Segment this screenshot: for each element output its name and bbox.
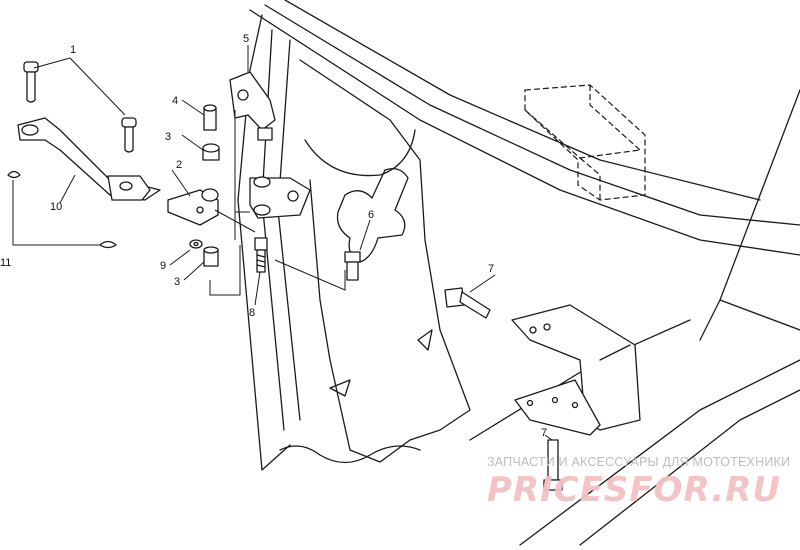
callout-2: 2 bbox=[176, 159, 182, 171]
frame-chassis bbox=[237, 0, 800, 546]
clip-11b bbox=[99, 240, 117, 249]
callout-labels: 1 2 3 3 4 5 6 7 7 8 9 10 11 bbox=[0, 33, 547, 439]
mount-bracket bbox=[511, 304, 641, 436]
bolt-7b bbox=[543, 439, 563, 491]
callout-10: 10 bbox=[50, 201, 62, 213]
watermark-tagline: ЗАПЧАСТИ И АКСЕССУАРЫ ДЛЯ МОТОТЕХНИКИ bbox=[487, 455, 791, 469]
callout-11: 11 bbox=[0, 257, 11, 269]
outline-box-component bbox=[524, 84, 646, 201]
washer-9 bbox=[189, 239, 203, 249]
bolt-7a bbox=[444, 287, 491, 319]
bolt-6 bbox=[344, 251, 361, 281]
callout-9: 9 bbox=[160, 260, 166, 272]
bushing-3a bbox=[202, 143, 220, 161]
callout-5: 5 bbox=[243, 33, 249, 45]
callout-3a: 3 bbox=[165, 131, 171, 143]
bushing-3b bbox=[203, 246, 219, 267]
pin-1a bbox=[23, 61, 39, 103]
shift-rod-10 bbox=[17, 117, 161, 201]
bellcrank-2 bbox=[167, 188, 219, 226]
clip-11a bbox=[7, 170, 21, 179]
callout-8: 8 bbox=[249, 307, 255, 319]
pin-1b bbox=[121, 117, 137, 153]
callout-6: 6 bbox=[368, 209, 374, 221]
callout-1: 1 bbox=[70, 44, 76, 56]
leader-lines bbox=[12, 45, 553, 441]
callout-3b: 3 bbox=[174, 276, 180, 288]
bolt-8 bbox=[254, 237, 268, 273]
spacer-4 bbox=[203, 104, 217, 131]
callout-7a: 7 bbox=[488, 263, 494, 275]
watermark-logo: PRICESFOR.RU bbox=[487, 470, 782, 510]
callout-4: 4 bbox=[172, 95, 178, 107]
bracket-5 bbox=[229, 71, 311, 219]
callout-7b: 7 bbox=[541, 427, 547, 439]
